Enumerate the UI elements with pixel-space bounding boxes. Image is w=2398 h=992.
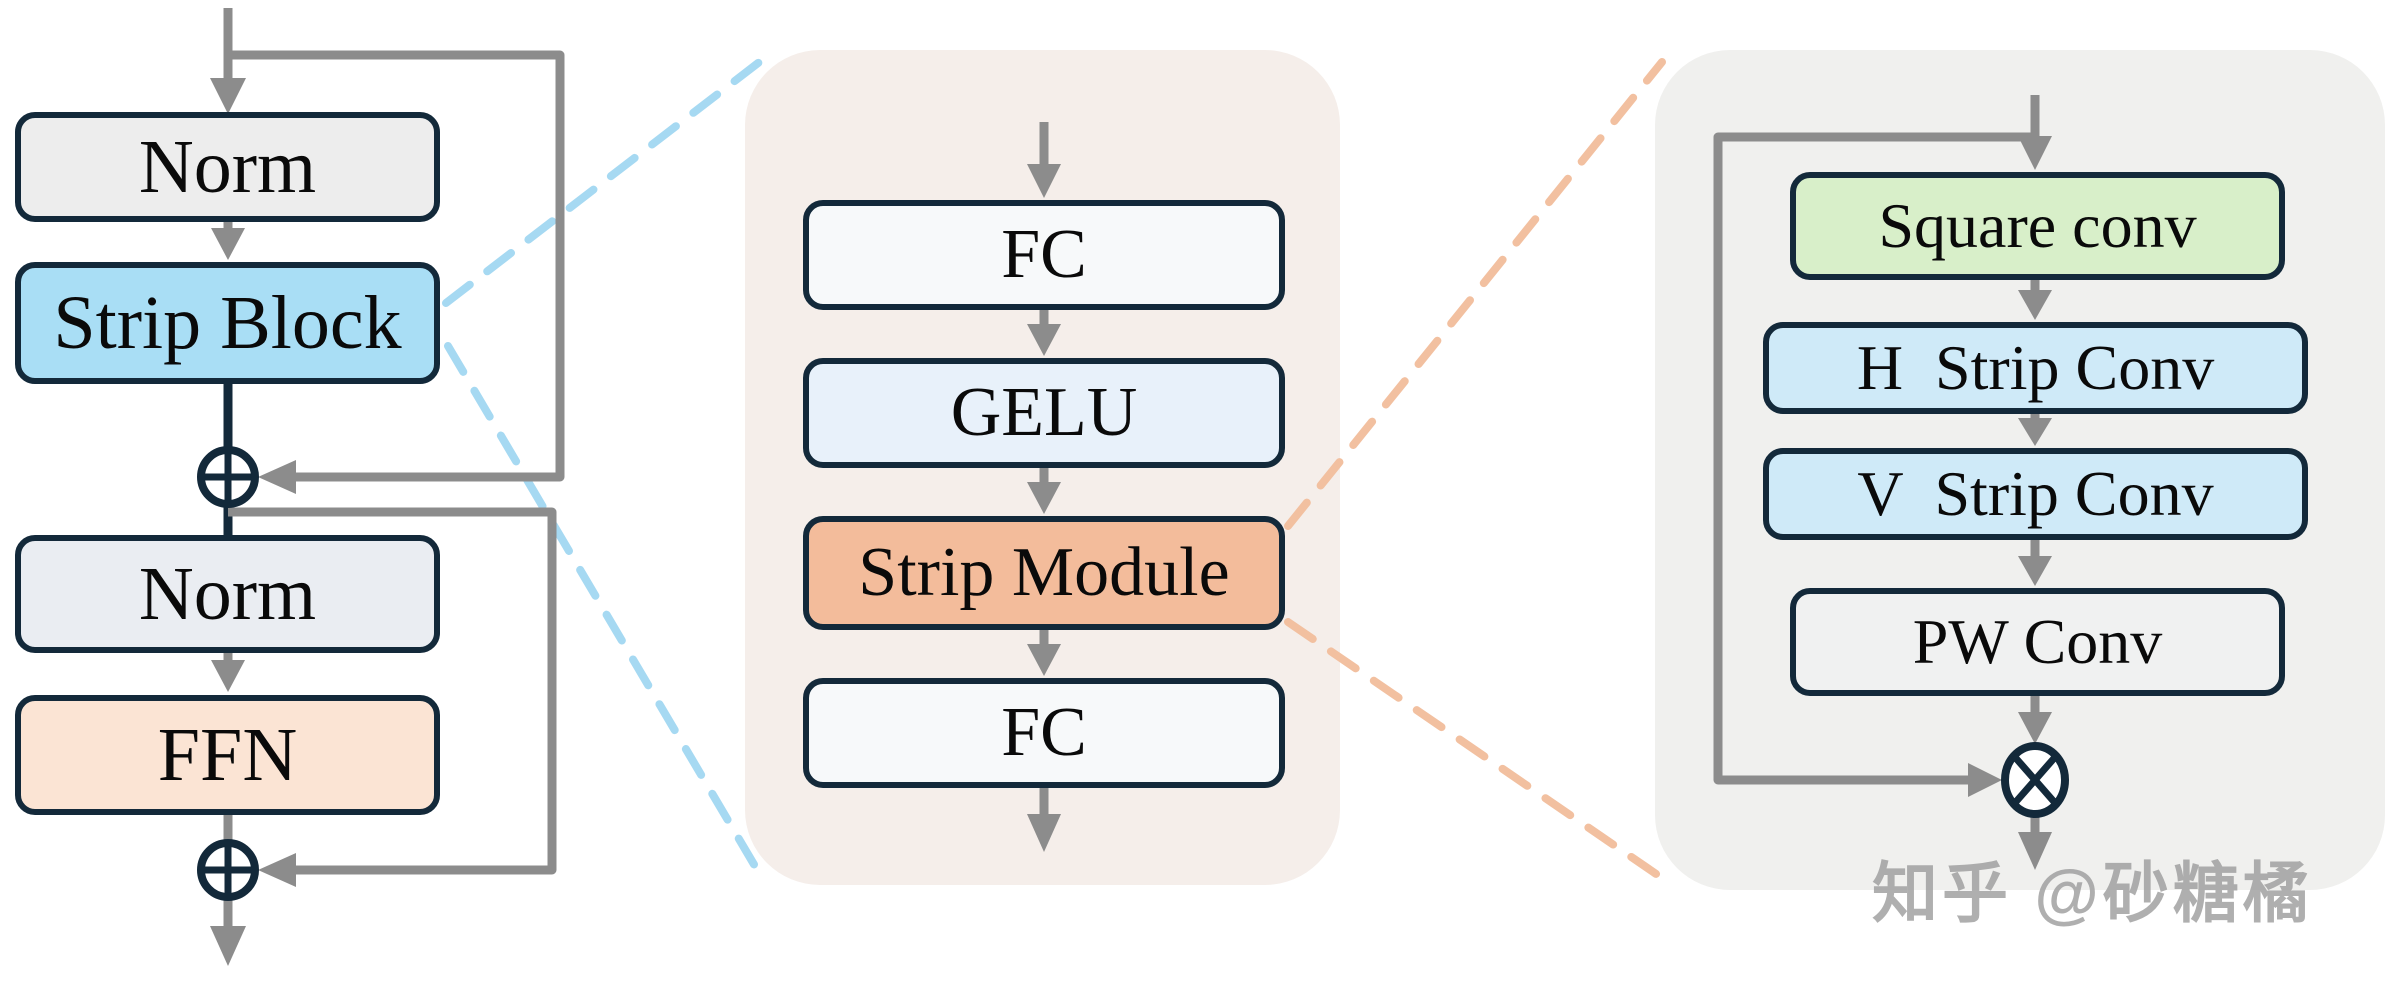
add-icon [197, 446, 259, 508]
add-icon [197, 839, 259, 901]
h-strip-conv-block: H Strip Conv [1763, 322, 2308, 414]
strip-module-block: Strip Module [803, 516, 1285, 630]
strip-block-label: Strip Block [53, 280, 402, 365]
strip-block: Strip Block [15, 262, 440, 384]
norm-block-2: Norm [15, 535, 440, 653]
gelu-block-label: GELU [950, 374, 1138, 451]
multiply-icon [2001, 742, 2069, 818]
norm-block-1: Norm [15, 112, 440, 222]
norm-block-1-label: Norm [138, 124, 317, 209]
right-flow-arrows [1713, 95, 2052, 870]
left-flow-arrows [210, 8, 565, 966]
v-strip-conv-block-label: V Strip Conv [1857, 458, 2214, 529]
strip-module-block-label: Strip Module [858, 534, 1230, 611]
pw-conv-block-label: PW Conv [1912, 606, 2163, 677]
ffn-block-label: FFN [157, 712, 298, 797]
middle-flow-arrows [1027, 122, 1061, 852]
fc-block-1-label: FC [1001, 216, 1087, 293]
fc-block-2: FC [803, 678, 1285, 788]
zoom-link-blue-dashed [442, 56, 766, 882]
v-strip-conv-block: V Strip Conv [1763, 448, 2308, 540]
fc-block-1: FC [803, 200, 1285, 310]
square-conv-block: Square conv [1790, 172, 2285, 280]
square-conv-block-label: Square conv [1878, 190, 2197, 261]
zoom-link-orange-dashed [1284, 58, 1666, 882]
ffn-block: FFN [15, 695, 440, 815]
h-strip-conv-block-label: H Strip Conv [1856, 332, 2215, 403]
gelu-block: GELU [803, 358, 1285, 468]
watermark-text: 知乎 @砂糖橘 [1872, 856, 2313, 930]
pw-conv-block: PW Conv [1790, 588, 2285, 696]
fc-block-2-label: FC [1001, 694, 1087, 771]
norm-block-2-label: Norm [138, 551, 317, 636]
